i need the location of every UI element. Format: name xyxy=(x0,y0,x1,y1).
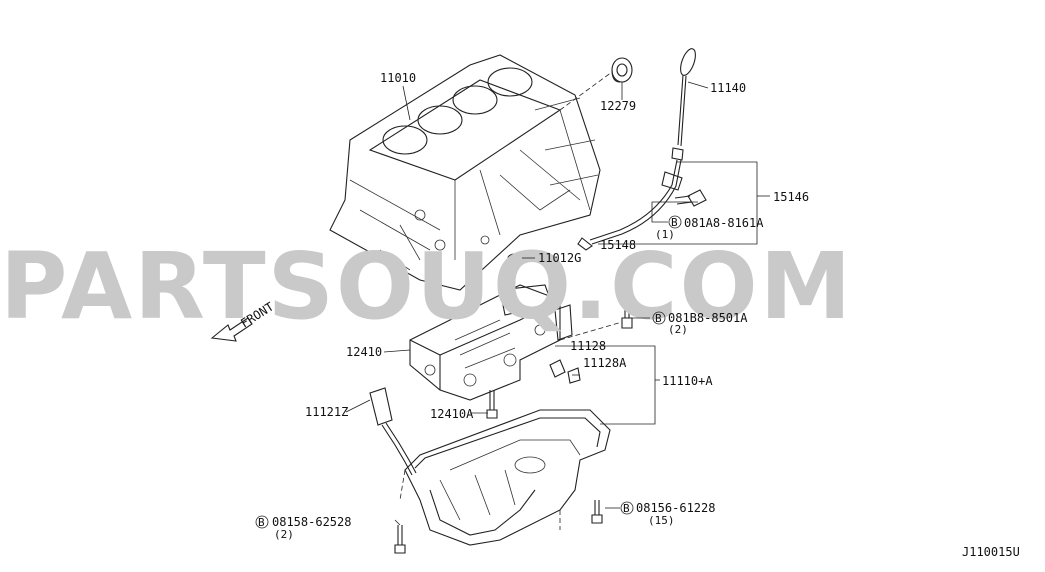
bolt-marker-08158 xyxy=(255,515,269,529)
bolt-marker-081b8-letter: B xyxy=(655,312,662,325)
bolt-08156-drawing[interactable] xyxy=(591,500,603,524)
oil-pan-drawing[interactable] xyxy=(399,409,611,546)
qty-08156: (15) xyxy=(648,514,675,527)
label-11128: 11128 xyxy=(570,339,606,353)
bolt-marker-081a8 xyxy=(668,215,682,229)
label-081b8-8501a: 081B8-8501A xyxy=(668,311,748,325)
bolt-081b8-dash xyxy=(559,321,623,341)
qty-08158: (2) xyxy=(274,528,294,541)
oil-seal-drawing[interactable] xyxy=(611,57,633,83)
bolt-marker-08158-letter: B xyxy=(258,516,265,529)
label-15146: 15146 xyxy=(773,190,809,204)
label-11110a: 11110+A xyxy=(662,374,713,388)
label-11121z: 11121Z xyxy=(305,405,348,419)
bolt-08158-drawing[interactable] xyxy=(394,525,406,554)
label-11140: 11140 xyxy=(710,81,746,95)
label-12410a: 12410A xyxy=(430,407,474,421)
label-12410: 12410 xyxy=(346,345,382,359)
qty-081b8: (2) xyxy=(668,323,688,336)
bolt-marker-08156 xyxy=(620,501,634,515)
bolt-marker-08156-letter: B xyxy=(623,502,630,515)
bolt-marker-081a8-letter: B xyxy=(671,216,678,229)
front-arrow xyxy=(210,317,253,342)
label-081a8-8161a: 081A8-8161A xyxy=(684,216,764,230)
bolt-12410a-drawing[interactable] xyxy=(486,390,498,419)
dipstick-drawing[interactable] xyxy=(671,47,698,161)
bolt-marker-081b8 xyxy=(652,311,666,325)
label-12279: 12279 xyxy=(600,99,636,113)
bolt-081a8-drawing[interactable] xyxy=(674,189,707,207)
label-11010: 11010 xyxy=(380,71,416,85)
oil-strainer-drawing[interactable] xyxy=(369,387,417,476)
diagram-code: J110015U xyxy=(962,545,1020,559)
label-08156-61228: 08156-61228 xyxy=(636,501,715,515)
watermark: PARTSOUQ.COM xyxy=(0,233,853,340)
cylinder-block-drawing[interactable] xyxy=(329,54,601,291)
label-11012g: 11012G xyxy=(538,251,581,265)
qty-081a8: (1) xyxy=(655,228,675,241)
label-11128a: 11128A xyxy=(583,356,627,370)
label-15148: 15148 xyxy=(600,238,636,252)
oil-pump-drawing[interactable] xyxy=(409,284,573,401)
seal-leader xyxy=(559,71,613,111)
dipstick-guide-drawing[interactable] xyxy=(589,159,683,245)
label-08158-62528: 08158-62528 xyxy=(272,515,351,529)
o-ring-15148-drawing[interactable] xyxy=(577,237,593,251)
stud-11128-drawing[interactable] xyxy=(549,359,581,384)
leader-lines xyxy=(345,81,770,526)
bolt-081b8-drawing[interactable] xyxy=(621,300,633,329)
